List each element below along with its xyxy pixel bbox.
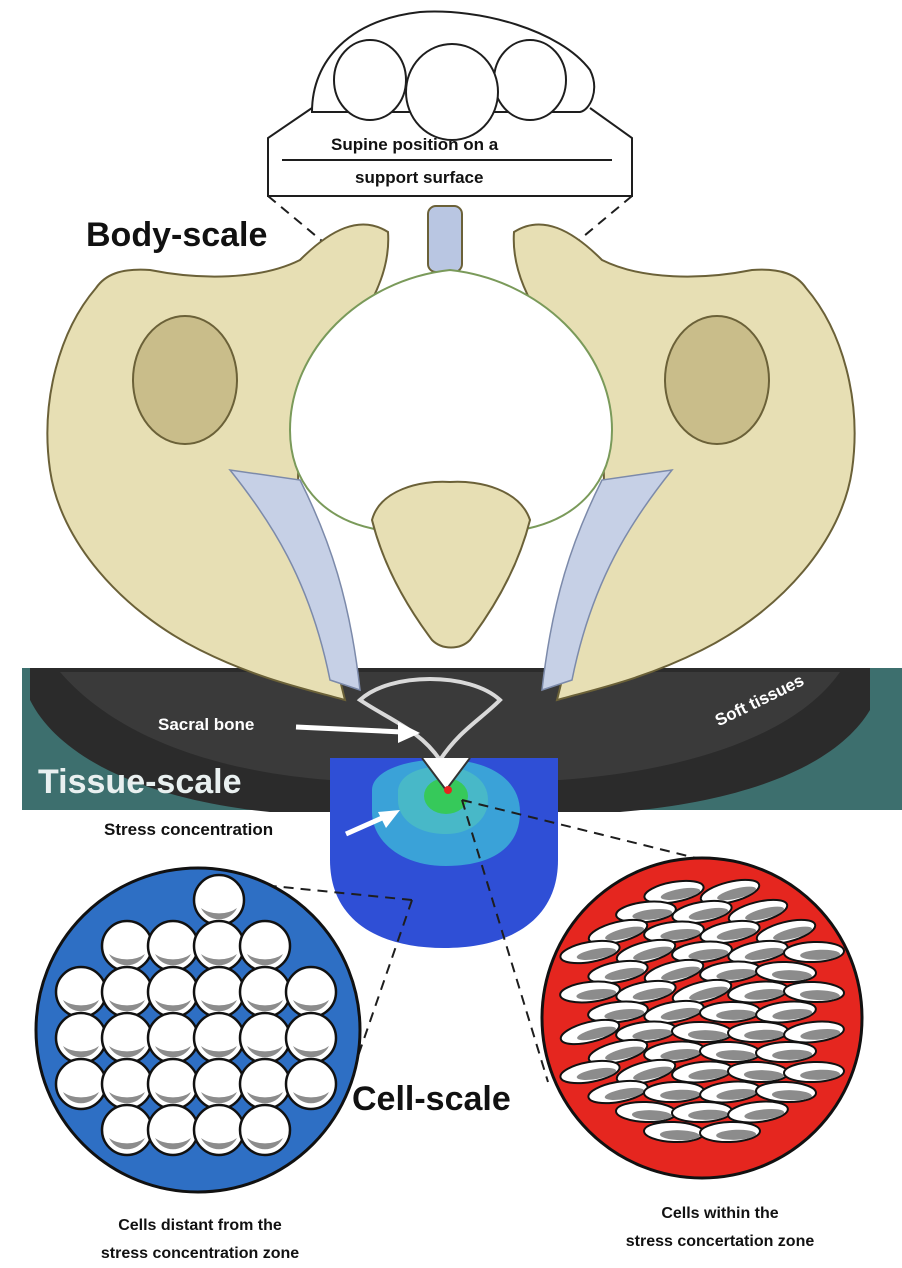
round-cell [286, 967, 336, 1017]
cells-distant-circle [36, 868, 360, 1192]
round-cell [240, 967, 290, 1017]
round-cell [286, 1013, 336, 1063]
supine-body-sketch [312, 12, 594, 140]
fem-stress-model [330, 758, 558, 948]
round-cell [56, 1059, 106, 1109]
round-cell [56, 967, 106, 1017]
cell-scale-title: Cell-scale [352, 1080, 511, 1119]
round-cell [194, 921, 244, 971]
round-cell [102, 1105, 152, 1155]
supine-caption-line1: Supine position on a [331, 135, 498, 155]
pelvis-illustration [47, 206, 854, 700]
round-cell [240, 1013, 290, 1063]
round-cell [102, 1013, 152, 1063]
round-cell [148, 1105, 198, 1155]
cells-within-caption: Cells within the stress concertation zon… [590, 1200, 850, 1256]
round-cell [286, 1059, 336, 1109]
supine-caption-line2: support surface [355, 168, 483, 188]
round-cell [194, 875, 244, 925]
round-cell [240, 921, 290, 971]
round-cell [194, 1105, 244, 1155]
round-cell [240, 1059, 290, 1109]
tissue-scale-title: Tissue-scale [38, 763, 242, 802]
body-scale-title: Body-scale [86, 216, 267, 255]
round-cell [56, 1013, 106, 1063]
round-cell [102, 1059, 152, 1109]
round-cell [240, 1105, 290, 1155]
cells-within-circle [542, 858, 862, 1178]
round-cell [148, 1013, 198, 1063]
sacral-bone-label: Sacral bone [158, 715, 254, 735]
round-cell [194, 967, 244, 1017]
round-cell [148, 967, 198, 1017]
cells-within-line1: Cells within the [590, 1200, 850, 1228]
round-cell [102, 967, 152, 1017]
round-cell [194, 1013, 244, 1063]
round-cell [102, 921, 152, 971]
round-cell [148, 921, 198, 971]
cells-distant-caption: Cells distant from the stress concentrat… [60, 1212, 340, 1268]
cells-within-line2: stress concertation zone [590, 1228, 850, 1256]
cells-distant-line1: Cells distant from the [60, 1212, 340, 1240]
stress-concentration-label: Stress concentration [104, 820, 273, 840]
round-cell [148, 1059, 198, 1109]
cells-distant-line2: stress concentration zone [60, 1240, 340, 1268]
round-cell [194, 1059, 244, 1109]
